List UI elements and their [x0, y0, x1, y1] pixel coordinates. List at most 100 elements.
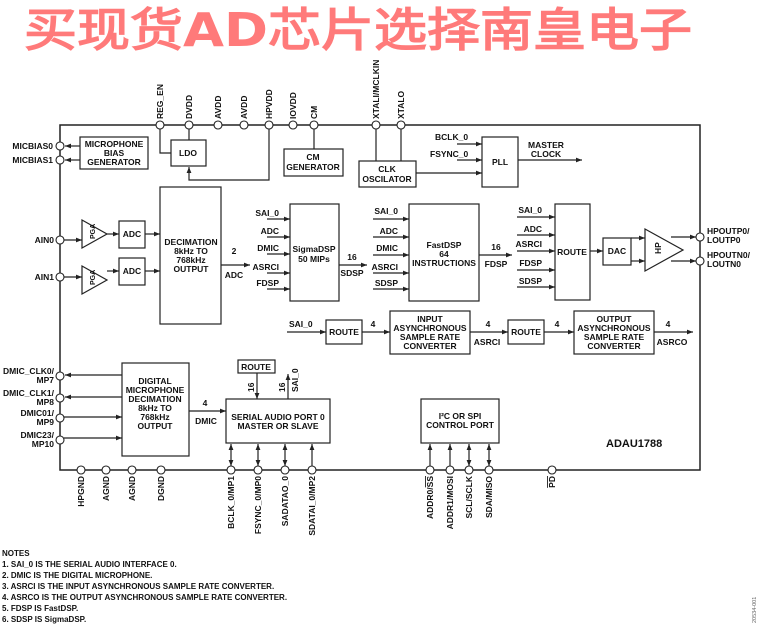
svg-text:CONVERTER: CONVERTER [403, 341, 456, 351]
dmic-pins: DMIC_CLK0/MP7 DMIC_CLK1/MP8 DMIC01/MP9 D… [3, 366, 65, 449]
svg-text:MICROPHONE: MICROPHONE [126, 385, 185, 395]
svg-text:BCLK_0: BCLK_0 [435, 132, 468, 142]
svg-text:ASYNCHRONOUS: ASYNCHRONOUS [577, 323, 651, 333]
svg-text:ADDR1/MOSI: ADDR1/MOSI [445, 476, 455, 529]
svg-text:I²C OR SPI: I²C OR SPI [439, 411, 482, 421]
svg-text:AVDD: AVDD [213, 96, 223, 119]
svg-text:2: 2 [232, 246, 237, 256]
svg-text:XTALI/MCLKIN: XTALI/MCLKIN [371, 60, 381, 119]
svg-text:16: 16 [491, 242, 501, 252]
svg-text:SAMPLE RATE: SAMPLE RATE [400, 332, 461, 342]
input-asrc-block [389, 310, 471, 355]
serial-audio-port-block [225, 398, 331, 444]
svg-text:4: 4 [555, 319, 560, 329]
svg-text:CONTROL PORT: CONTROL PORT [426, 420, 495, 430]
svg-text:2. DMIC IS THE DIGITAL MICROPH: 2. DMIC IS THE DIGITAL MICROPHONE. [2, 571, 152, 580]
svg-text:ADDR0/SS: ADDR0/SS [425, 476, 435, 519]
route-inputs: SAI_0 ADC ASRCI FDSP SDSP [516, 205, 555, 290]
svg-text:MICBIAS1: MICBIAS1 [12, 155, 53, 165]
svg-text:AIN0: AIN0 [35, 235, 55, 245]
pin-xtalo: XTALO [396, 90, 406, 130]
svg-text:FDSP: FDSP [256, 278, 279, 288]
svg-text:SADATAO_0: SADATAO_0 [280, 476, 290, 526]
svg-text:HPOUTN0/: HPOUTN0/ [707, 250, 751, 260]
svg-text:DAC: DAC [608, 246, 626, 256]
svg-text:MICROPHONE: MICROPHONE [85, 139, 144, 149]
svg-text:PGA: PGA [90, 270, 97, 285]
svg-text:DECIMATION: DECIMATION [128, 394, 181, 404]
svg-text:AVDD: AVDD [239, 96, 249, 119]
output-asrc-block [573, 310, 655, 355]
pin-reg-en: REG_EN [155, 84, 165, 130]
svg-text:SigmaDSP: SigmaDSP [293, 244, 336, 254]
svg-text:MP8: MP8 [37, 397, 55, 407]
svg-text:16: 16 [277, 382, 287, 392]
pin-hpoutp0 [695, 232, 705, 242]
pin-avdd: AVDD [213, 96, 223, 130]
svg-text:5. FDSP IS FastDSP.: 5. FDSP IS FastDSP. [2, 604, 78, 613]
svg-text:REG_EN: REG_EN [155, 84, 165, 119]
svg-text:1. SAI_0 IS THE SERIAL AUDIO I: 1. SAI_0 IS THE SERIAL AUDIO INTERFACE 0… [2, 560, 177, 569]
svg-text:DMIC01/: DMIC01/ [20, 408, 54, 418]
svg-text:HPVDD: HPVDD [264, 89, 274, 119]
adc-block-0 [118, 220, 146, 249]
svg-text:MASTER OR SLAVE: MASTER OR SLAVE [237, 421, 318, 431]
clk-oscillator-block [358, 160, 417, 188]
svg-text:ASRCO: ASRCO [657, 337, 688, 347]
cm-generator-block [283, 148, 344, 177]
top-pins: REG_EN DVDD AVDD AVDD HPVDD IOVDD CM XTA… [155, 60, 406, 130]
pin-hpvdd: HPVDD [264, 89, 274, 130]
svg-text:SDSP: SDSP [340, 268, 363, 278]
svg-text:DMIC23/: DMIC23/ [20, 430, 54, 440]
svg-text:SAI_0: SAI_0 [374, 206, 398, 216]
pin-iovdd: IOVDD [288, 92, 298, 130]
pin-xtali: XTALI/MCLKIN [371, 60, 381, 130]
pga-amplifier-1 [81, 264, 109, 296]
notes: NOTES 1. SAI_0 IS THE SERIAL AUDIO INTER… [2, 549, 287, 624]
svg-text:ASRCI: ASRCI [253, 262, 279, 272]
pin-ain1 [55, 272, 65, 282]
hp-amplifier [644, 227, 685, 273]
bottom-pins: HPGND AGND AGND DGND BCLK_0/MP1 FSYNC_0/… [76, 465, 557, 536]
pin-avdd-2: AVDD [239, 96, 249, 130]
fastdsp-inputs: SAI_0 ADC DMIC ASRCI SDSP [372, 206, 409, 292]
svg-text:768kHz: 768kHz [176, 255, 205, 265]
svg-text:ROUTE: ROUTE [329, 327, 359, 337]
svg-text:ASRCI: ASRCI [474, 337, 500, 347]
svg-text:8kHz TO: 8kHz TO [138, 403, 172, 413]
svg-text:ADC: ADC [380, 226, 398, 236]
svg-text:ASRCI: ASRCI [516, 239, 542, 249]
microphone-bias-generator [79, 136, 149, 170]
watermark: 买现货AD芯片选择南皇电子 [24, 3, 692, 57]
svg-text:MICBIAS0: MICBIAS0 [12, 141, 53, 151]
svg-text:OUTPUT: OUTPUT [597, 314, 633, 324]
svg-text:DMIC: DMIC [257, 243, 279, 253]
svg-text:4: 4 [371, 319, 376, 329]
svg-text:PLL: PLL [492, 157, 508, 167]
svg-text:8kHz TO: 8kHz TO [174, 246, 208, 256]
svg-text:OSCILATOR: OSCILATOR [362, 174, 411, 184]
svg-text:DVDD: DVDD [184, 95, 194, 119]
svg-text:GENERATOR: GENERATOR [286, 162, 340, 172]
micbias-pins: MICBIAS0 MICBIAS1 [12, 141, 65, 165]
svg-text:6. SDSP IS SigmaDSP.: 6. SDSP IS SigmaDSP. [2, 615, 86, 624]
svg-text:HP: HP [653, 242, 663, 254]
pin-ain0 [55, 235, 65, 245]
svg-text:SAMPLE RATE: SAMPLE RATE [584, 332, 645, 342]
svg-text:HPGND: HPGND [76, 476, 86, 507]
svg-text:AGND: AGND [127, 476, 137, 501]
svg-text:SAI_0: SAI_0 [518, 205, 542, 215]
svg-text:SAI_0: SAI_0 [290, 368, 300, 392]
svg-text:DIGITAL: DIGITAL [138, 376, 171, 386]
svg-text:OUTPUT: OUTPUT [174, 264, 210, 274]
svg-text:CLK: CLK [378, 164, 396, 174]
svg-text:INSTRUCTIONS: INSTRUCTIONS [412, 258, 476, 268]
svg-text:DECIMATION: DECIMATION [164, 237, 217, 247]
svg-text:AGND: AGND [101, 476, 111, 501]
svg-text:4: 4 [203, 398, 208, 408]
svg-text:CLOCK: CLOCK [531, 149, 562, 159]
svg-text:SDA/MISO: SDA/MISO [484, 476, 494, 518]
svg-text:GENERATOR: GENERATOR [87, 157, 141, 167]
svg-text:4: 4 [486, 319, 491, 329]
svg-text:MP9: MP9 [37, 417, 55, 427]
